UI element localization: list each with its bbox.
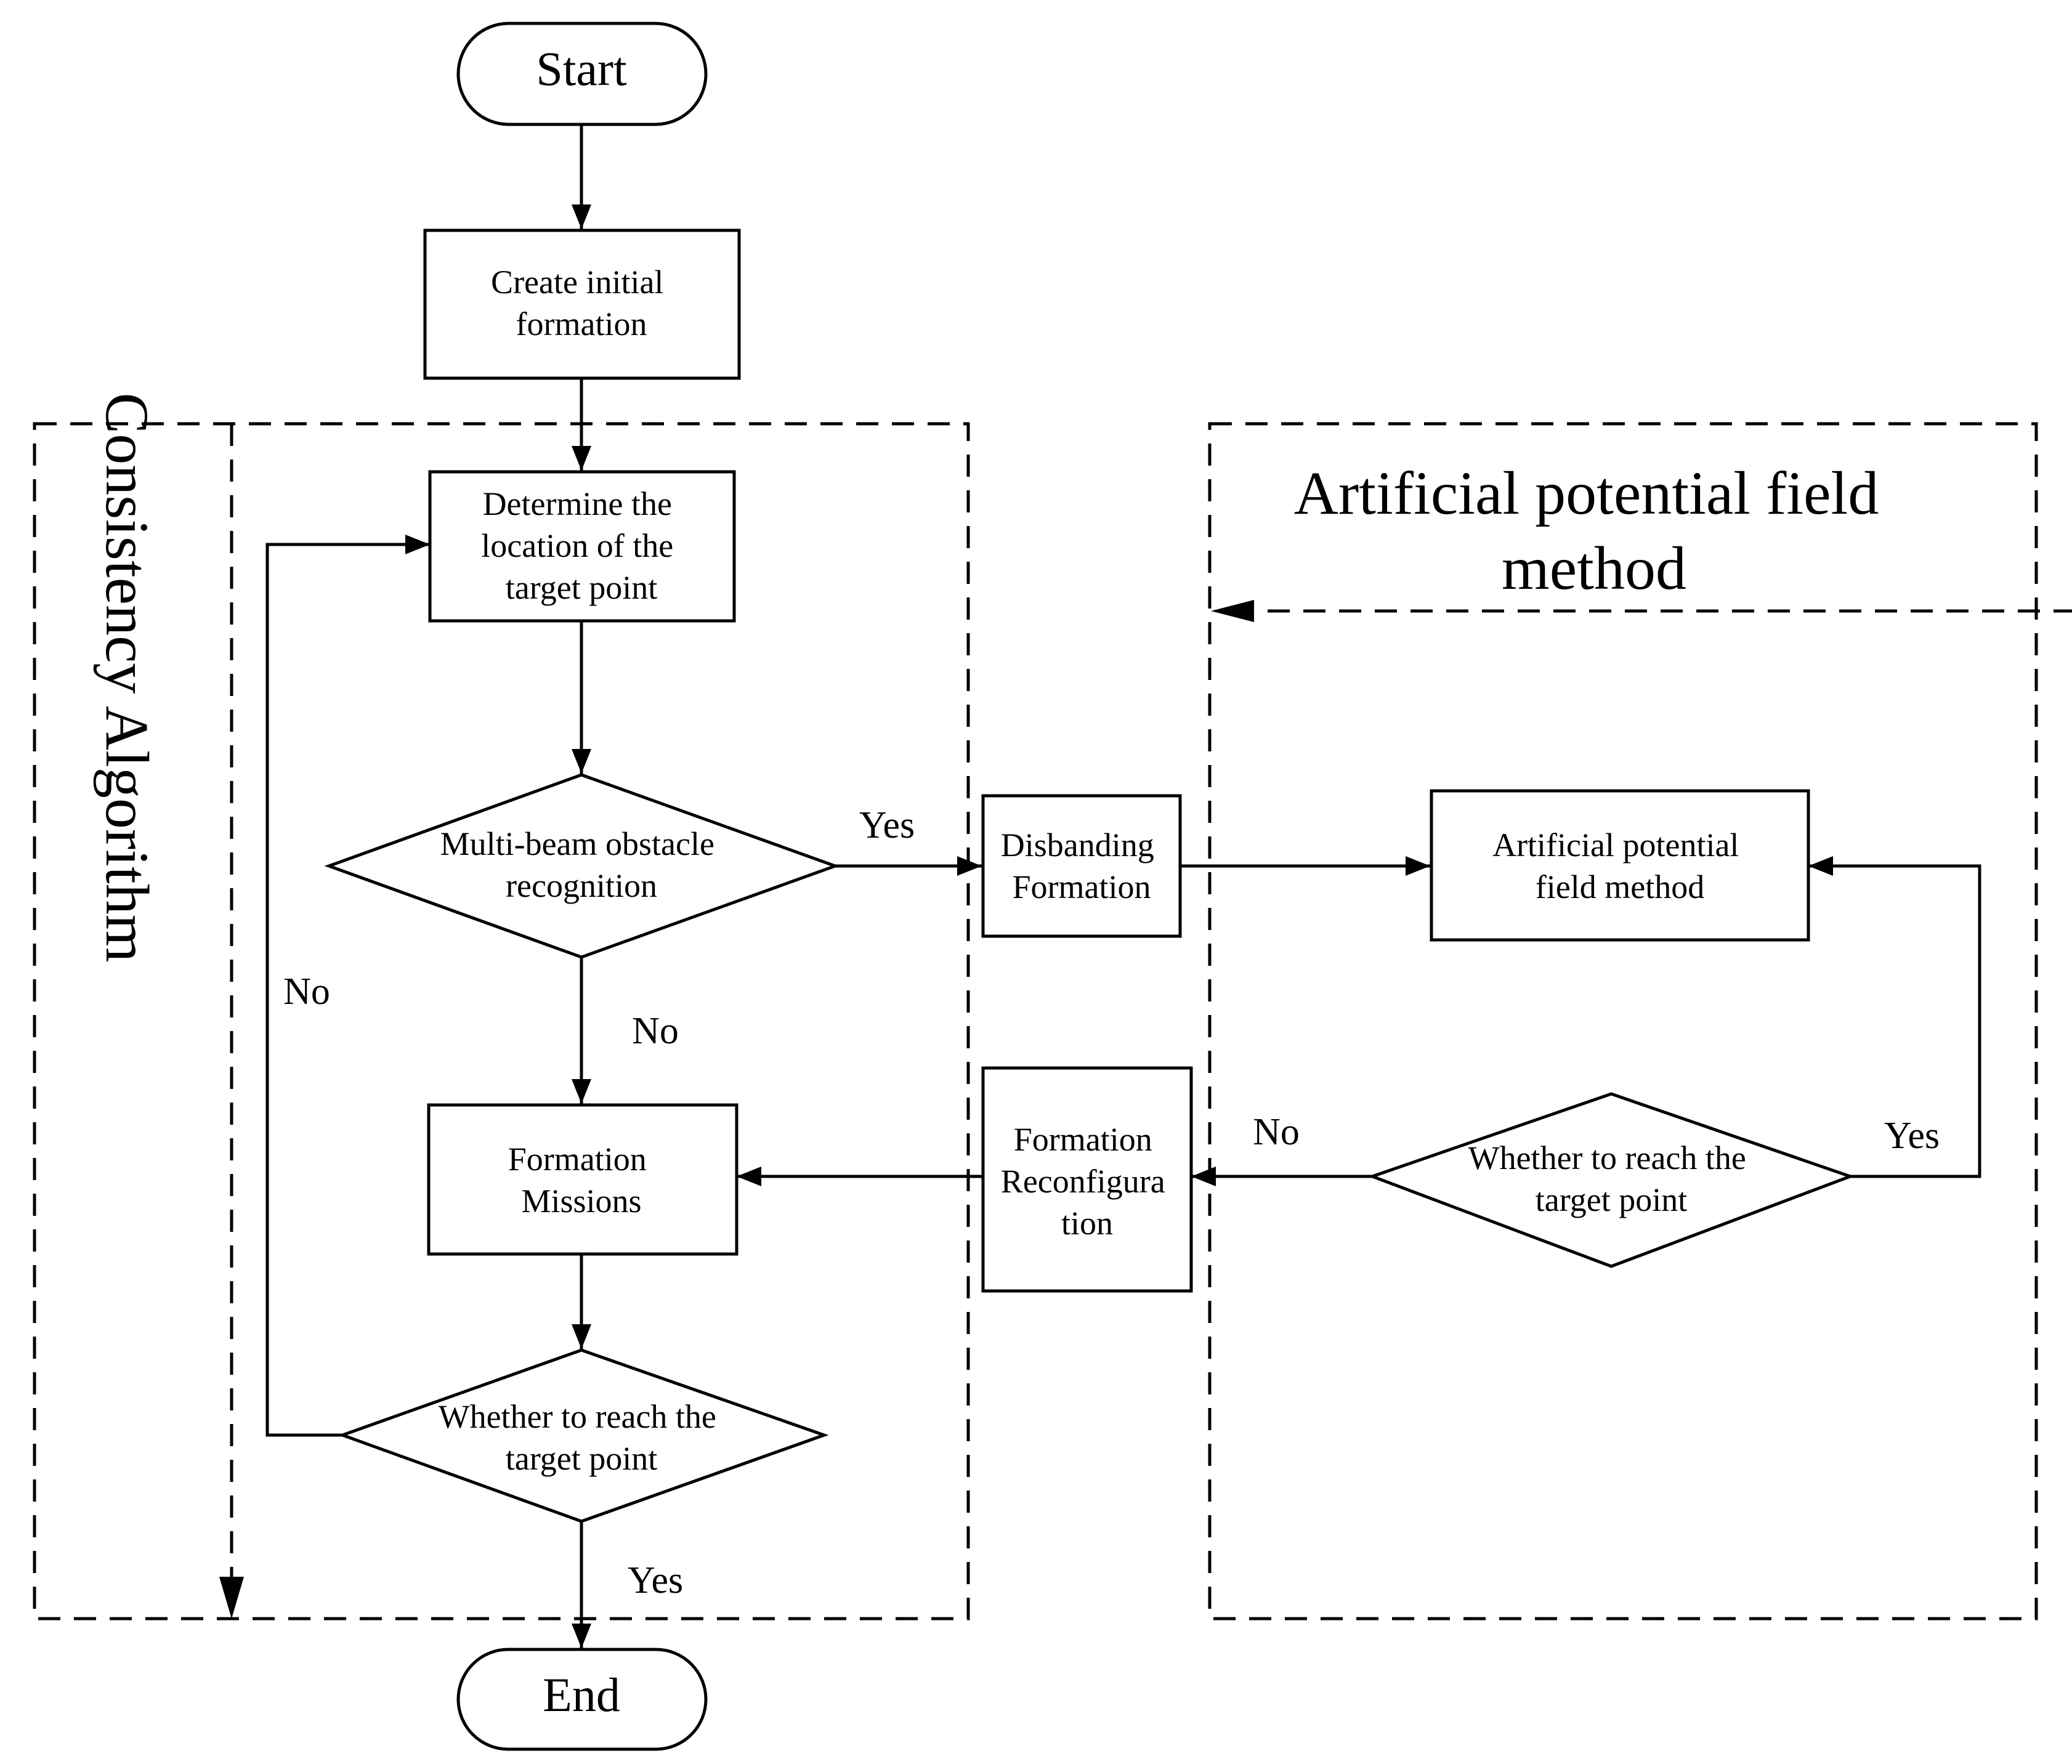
edges — [265, 126, 1981, 1648]
disbanding-formation-box — [981, 794, 1182, 938]
formation-reconfiguration-label: Formation Reconfigura tion — [1001, 1121, 1173, 1242]
create-formation-label: Create initial formation — [491, 264, 672, 342]
formation-missions-label: Formation Missions — [508, 1141, 655, 1220]
determine-target-label: Determine the location of the target poi… — [481, 485, 681, 606]
apf-method-label: Artificial potential field method — [1492, 827, 1747, 905]
multibeam-label: Multi-beam obstacle recognition — [440, 825, 723, 904]
multibeam-decision — [324, 773, 840, 959]
reach-right-no-label: No — [1253, 1111, 1300, 1153]
create-formation-box — [423, 229, 741, 380]
reach-target-decision-right — [1367, 1092, 1855, 1268]
reach-left-no-label: No — [283, 971, 330, 1013]
apf-method-box — [1430, 789, 1810, 942]
consistency-region — [33, 422, 970, 1620]
reach-left-yes-label: Yes — [628, 1560, 683, 1601]
apf-region — [1208, 422, 2072, 1620]
multibeam-no-label: No — [632, 1010, 679, 1052]
reach-right-yes-label: Yes — [1884, 1115, 1940, 1157]
reach-target-label-left: Whether to reach the target point — [439, 1398, 725, 1477]
determine-target-box — [428, 470, 736, 623]
start-label: Start — [536, 42, 627, 95]
end-label: End — [543, 1668, 620, 1722]
consistency-region-label: Consistency Algorithm — [93, 393, 161, 963]
disbanding-formation-label: Disbanding Formation — [1001, 827, 1163, 905]
formation-missions-box — [427, 1103, 739, 1256]
reach-target-label-right: Whether to reach the target point — [1468, 1139, 1755, 1218]
formation-reconfiguration-box — [981, 1066, 1193, 1293]
start-terminal — [456, 22, 708, 126]
multibeam-yes-label: Yes — [859, 804, 915, 846]
apf-region-label: Artificial potential field method — [1294, 459, 1895, 602]
end-terminal — [456, 1648, 708, 1751]
reach-target-decision-left — [338, 1348, 829, 1523]
